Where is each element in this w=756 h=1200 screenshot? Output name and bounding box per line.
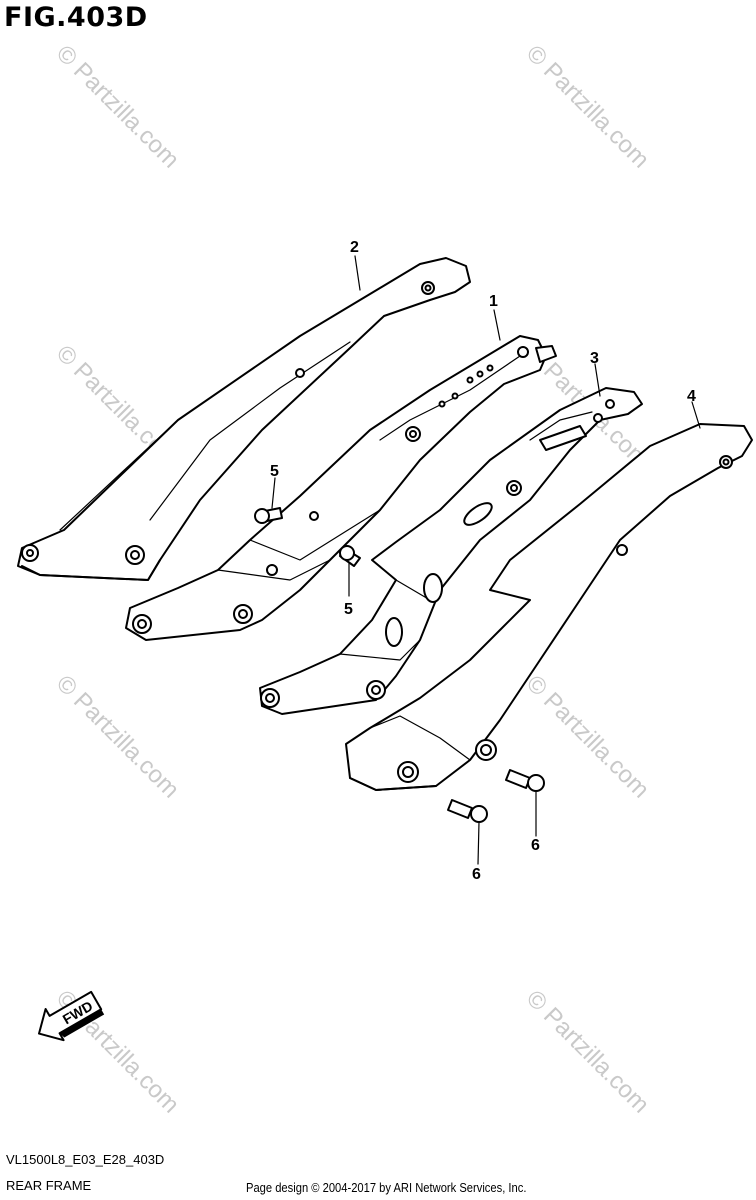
callout-2: 2 [350, 239, 359, 256]
fwd-arrow-icon: FWD [38, 990, 105, 1042]
figure-code: VL1500L8_E03_E28_403D [6, 1152, 165, 1167]
callout-6: 6 [472, 866, 481, 883]
part-6-bolt-left[interactable] [447, 799, 488, 823]
part-4-rear-frame-right[interactable] [345, 423, 753, 791]
callout-5: 5 [344, 601, 353, 618]
callout-4: 4 [687, 388, 696, 405]
part-5-bolt-lower[interactable] [339, 545, 361, 567]
callout-6: 6 [531, 837, 540, 854]
callout-1: 1 [489, 293, 498, 310]
part-6-bolt-right[interactable] [505, 769, 545, 792]
figure-title: FIG.403D [4, 2, 148, 33]
callout-3: 3 [590, 350, 599, 367]
part-5-bolt-upper[interactable] [254, 507, 283, 524]
part-3-rear-frame-inner[interactable] [259, 387, 643, 715]
callout-5: 5 [270, 463, 279, 480]
part-2-rear-frame-left[interactable] [17, 257, 471, 581]
part-1-rear-frame-inner[interactable] [125, 335, 557, 641]
page-credit: Page design © 2004-2017 by ARI Network S… [246, 1180, 527, 1195]
figure-subtitle: REAR FRAME [6, 1178, 92, 1193]
